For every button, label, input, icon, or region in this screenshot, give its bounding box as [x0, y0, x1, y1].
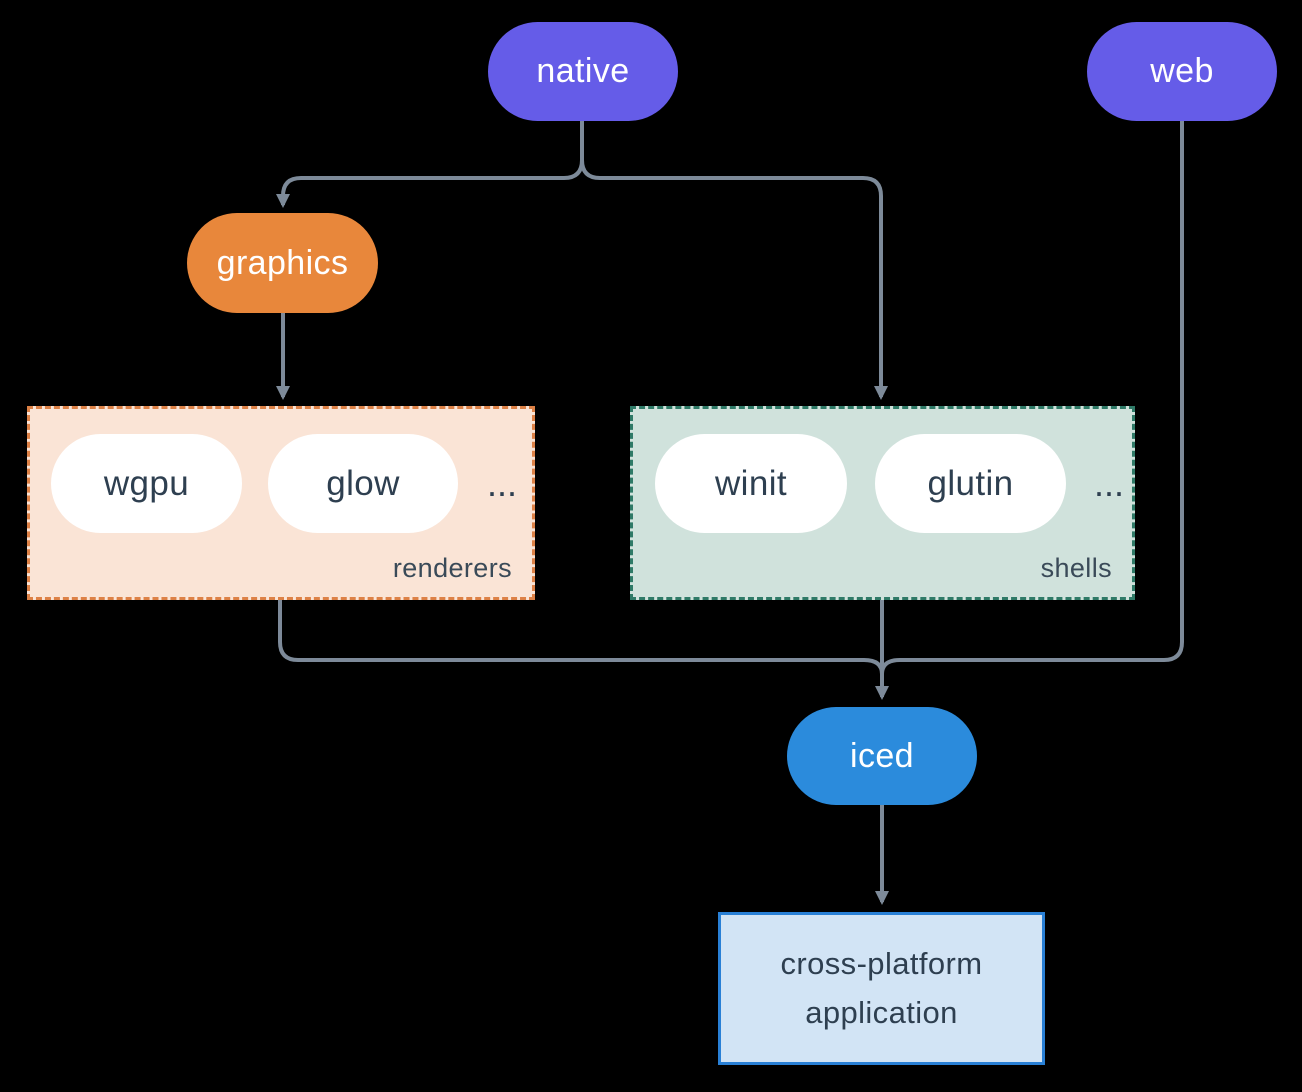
- renderers-ellipsis: ...: [486, 462, 517, 504]
- edge-native-shells: [580, 121, 888, 400]
- application-label-line2: application: [805, 994, 958, 1030]
- node-graphics-label: graphics: [216, 243, 349, 282]
- pill-glow-label: glow: [326, 463, 400, 503]
- node-web-label: web: [1150, 52, 1214, 90]
- pill-winit: winit: [655, 434, 847, 533]
- node-iced: iced: [787, 707, 977, 805]
- pill-winit-label: winit: [714, 463, 788, 503]
- node-web: web: [1087, 22, 1277, 121]
- pill-wgpu: wgpu: [51, 434, 242, 533]
- edge-web-iced: [880, 121, 1184, 675]
- application-label-line1: cross-platform: [780, 946, 983, 982]
- node-iced-label: iced: [850, 736, 914, 775]
- renderers-group-label: renderers: [392, 553, 512, 583]
- group-renderers: wgpu glow ... renderers: [27, 406, 535, 600]
- node-native: native: [488, 22, 678, 121]
- node-graphics: graphics: [187, 213, 378, 313]
- shells-group-label: shells: [1040, 553, 1112, 583]
- pill-glutin-label: glutin: [927, 463, 1014, 503]
- shells-ellipsis: ...: [1093, 462, 1124, 504]
- pill-wgpu-label: wgpu: [103, 463, 190, 503]
- group-shells: winit glutin ... shells: [630, 406, 1135, 600]
- pill-glutin: glutin: [875, 434, 1066, 533]
- edge-native-graphics: [276, 121, 584, 208]
- node-cross-platform-application: cross-platform application: [718, 912, 1045, 1065]
- pill-glow: glow: [268, 434, 458, 533]
- edge-renderers-iced: [278, 600, 884, 675]
- node-native-label: native: [536, 52, 630, 90]
